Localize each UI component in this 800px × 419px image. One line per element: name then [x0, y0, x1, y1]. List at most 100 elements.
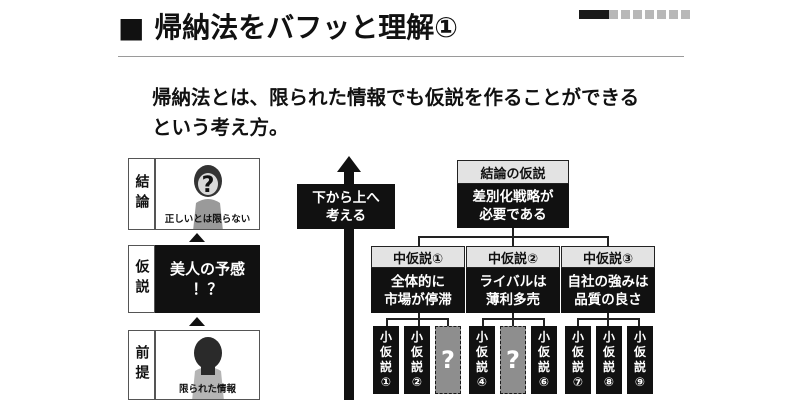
- leaf-number: ⑥: [538, 375, 550, 389]
- connector-line: [418, 313, 420, 319]
- leaf-number: ②: [411, 375, 423, 389]
- sub-hypothesis-box: 小 仮 説 ①: [373, 326, 399, 394]
- mid-text: 自社の強みは: [567, 273, 649, 290]
- leaf-char: 仮: [410, 345, 423, 359]
- mid-text: 全体的に: [391, 273, 445, 290]
- connector-line: [418, 236, 420, 246]
- sub-hypothesis-box: 小 仮 説 ⑦: [565, 326, 591, 394]
- hypothesis-label: 仮説: [128, 245, 155, 313]
- connector-line: [447, 318, 449, 326]
- up-triangle-icon: [189, 233, 205, 242]
- premise-panel: 限られた情報: [155, 330, 260, 400]
- sub-hypothesis-box: 小 仮 説 ⑨: [627, 326, 653, 394]
- progress-dot: [657, 10, 666, 19]
- progress-dot: [633, 10, 642, 19]
- connector-line: [607, 313, 609, 319]
- lead-line: 帰納法とは、限られた情報でも仮説を作ることができる: [152, 86, 640, 109]
- connector-line: [386, 318, 449, 320]
- leaf-char: 仮: [602, 345, 615, 359]
- sub-hypothesis-box: 小 仮 説 ④: [469, 326, 495, 394]
- leaf-number: ⑦: [572, 375, 584, 389]
- arrow-label: 下から上へ 考える: [297, 184, 395, 229]
- leaf-char: 仮: [571, 345, 584, 359]
- mid-header: 中仮説②: [466, 246, 560, 268]
- premise-label: 前提: [128, 330, 155, 400]
- up-arrow-icon: [337, 156, 361, 400]
- woman-figure-back-icon: [192, 337, 224, 399]
- progress-dot: [621, 10, 630, 19]
- connector-line: [512, 228, 514, 237]
- connector-line: [607, 318, 609, 326]
- mid-box: ライバルは 薄利多売: [466, 268, 560, 313]
- unknown-hypothesis-box: ?: [435, 326, 461, 394]
- conclusion-label: 結論: [128, 158, 155, 230]
- sub-hypothesis-box: 小 仮 説 ⑥: [531, 326, 557, 394]
- leaf-char: 説: [602, 360, 615, 374]
- mid-box: 自社の強みは 品質の良さ: [561, 268, 655, 313]
- conclusion-caption: 正しいとは限らない: [164, 214, 251, 225]
- leaf-char: 説: [537, 360, 550, 374]
- up-triangle-icon: [189, 317, 205, 326]
- connector-line: [512, 313, 514, 319]
- connector-line: [418, 318, 420, 326]
- leaf-char: 小: [602, 330, 615, 344]
- leaf-char: 仮: [475, 345, 488, 359]
- root-text: 必要である: [479, 207, 547, 223]
- sub-hypothesis-box: 小 仮 説 ②: [404, 326, 430, 394]
- progress-dot: [609, 10, 618, 19]
- hypothesis-text: ！？: [192, 280, 223, 298]
- connector-line: [638, 318, 640, 326]
- premise-caption: 限られた情報: [178, 384, 236, 395]
- hypothesis-panel: 美人の予感 ！？: [155, 245, 260, 313]
- leaf-char: 小: [633, 330, 646, 344]
- mid-text: ライバルは: [479, 273, 547, 290]
- root-box: 差別化戦略が 必要である: [457, 184, 569, 228]
- leaf-number: ④: [476, 375, 488, 389]
- connector-line: [512, 318, 514, 326]
- unknown-hypothesis-box: ?: [500, 326, 526, 394]
- root-text: 差別化戦略が: [472, 189, 554, 205]
- hypothesis-text: 美人の予感: [169, 260, 245, 278]
- root-header: 結論の仮説: [457, 160, 569, 184]
- leaf-number: ①: [380, 375, 392, 389]
- lead-text: 帰納法とは、限られた情報でも仮説を作ることができる という考え方。: [152, 83, 639, 143]
- leaf-char: 小: [379, 330, 392, 344]
- mid-text: 品質の良さ: [574, 291, 642, 308]
- leaf-char: 仮: [633, 345, 646, 359]
- connector-line: [482, 318, 484, 326]
- mid-header: 中仮説③: [561, 246, 655, 268]
- question-mark-icon: ?: [506, 346, 520, 374]
- conclusion-panel: ? 正しいとは限らない: [155, 158, 260, 230]
- mid-box: 全体的に 市場が停滞: [371, 268, 465, 313]
- woman-figure-question-icon: ?: [193, 165, 223, 229]
- leaf-char: 小: [537, 330, 550, 344]
- mid-header: 中仮説①: [371, 246, 465, 268]
- progress-dot: [645, 10, 654, 19]
- lead-line: という考え方。: [152, 116, 289, 139]
- question-mark-icon: ?: [441, 346, 455, 374]
- leaf-char: 小: [571, 330, 584, 344]
- connector-line: [607, 236, 609, 246]
- arrow-label-line: 下から上へ: [312, 189, 380, 206]
- slide-title: ■ 帰納法をバフッと理解①: [118, 11, 458, 44]
- progress-dot: [681, 10, 690, 19]
- leaf-char: 小: [410, 330, 423, 344]
- title-underline: [118, 56, 684, 57]
- arrow-label-line: 考える: [325, 207, 367, 224]
- connector-line: [543, 318, 545, 326]
- leaf-char: 説: [379, 360, 392, 374]
- svg-text:?: ?: [202, 173, 215, 198]
- progress-dot: [669, 10, 678, 19]
- leaf-char: 仮: [537, 345, 550, 359]
- leaf-number: ⑧: [603, 375, 615, 389]
- leaf-char: 説: [410, 360, 423, 374]
- connector-line: [577, 318, 579, 326]
- mid-text: 市場が停滞: [384, 291, 452, 308]
- connector-line: [386, 318, 388, 326]
- leaf-char: 説: [571, 360, 584, 374]
- sub-hypothesis-box: 小 仮 説 ⑧: [596, 326, 622, 394]
- mid-text: 薄利多売: [486, 291, 540, 308]
- leaf-number: ⑨: [634, 375, 646, 389]
- connector-line: [512, 236, 514, 246]
- leaf-char: 説: [633, 360, 646, 374]
